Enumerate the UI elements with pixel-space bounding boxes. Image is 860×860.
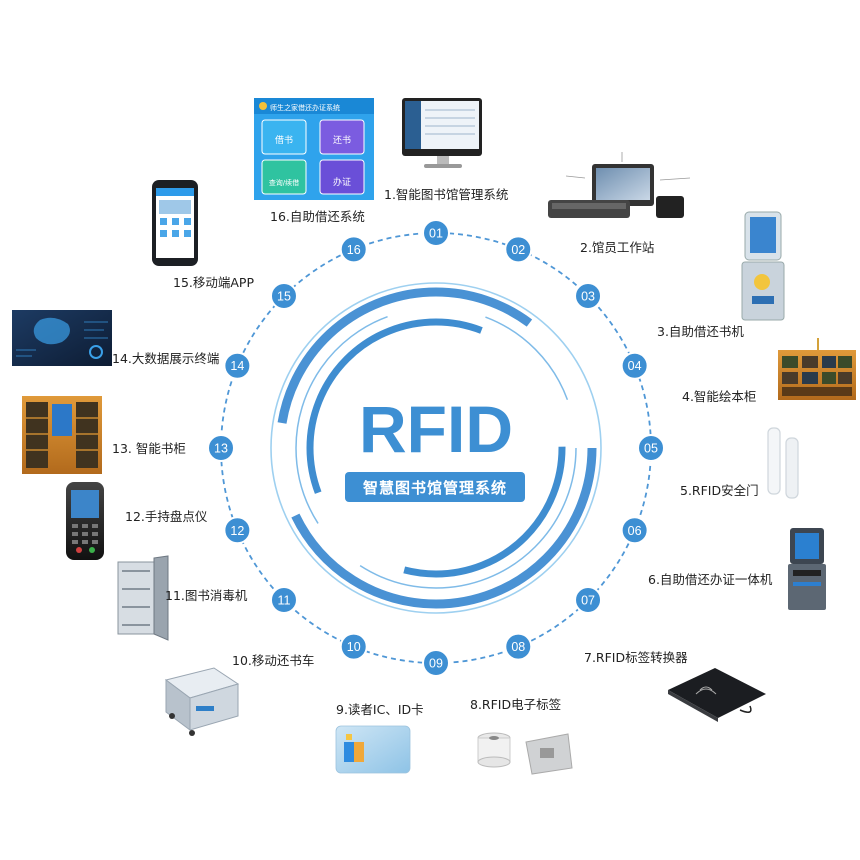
node-circle bbox=[574, 586, 603, 615]
node-circle bbox=[269, 281, 298, 310]
node-08: 08 bbox=[504, 632, 533, 661]
node-03: 03 bbox=[574, 281, 603, 310]
node-06: 06 bbox=[620, 516, 649, 545]
node-label-04: 4.智能绘本柜 bbox=[682, 389, 756, 404]
node-number: 02 bbox=[511, 243, 525, 257]
node-label-05: 5.RFID安全门 bbox=[680, 483, 759, 498]
node-label-02: 2.馆员工作站 bbox=[580, 240, 654, 255]
node-label-03: 3.自助借还书机 bbox=[657, 324, 744, 339]
node-16: 16 bbox=[339, 235, 368, 264]
center-logo: RFID 智慧图书馆管理系统 bbox=[270, 282, 602, 614]
center-subtitle-banner bbox=[345, 472, 525, 502]
node-circle bbox=[620, 516, 649, 545]
node-number: 12 bbox=[230, 524, 244, 538]
node-layer: 01 02 03 04 05 06 07 08 09 10 11 12 13 14 15 16 bbox=[207, 219, 665, 677]
center-title: RFID bbox=[359, 392, 513, 466]
node-number: 08 bbox=[511, 640, 525, 654]
center-inner-thick-ring bbox=[306, 318, 566, 578]
node-02: 02 bbox=[504, 235, 533, 264]
node-label-11: 11.图书消毒机 bbox=[165, 588, 248, 603]
node-circle bbox=[422, 219, 450, 247]
node-circle bbox=[620, 351, 649, 380]
node-circle bbox=[223, 516, 252, 545]
app-tile-query: 查询/续借 bbox=[269, 178, 299, 187]
node-10: 10 bbox=[339, 632, 368, 661]
center-subtitle: 智慧图书馆管理系统 bbox=[363, 479, 507, 497]
node-circle bbox=[422, 649, 450, 677]
node-label-16: 16.自助借还系统 bbox=[270, 209, 365, 224]
smart-bookcase-icon bbox=[22, 396, 102, 474]
tag-converter-pad-icon bbox=[668, 668, 766, 722]
smartphone-app-icon bbox=[152, 180, 198, 266]
app-tile-return: 还书 bbox=[333, 134, 351, 146]
return-cart-icon bbox=[164, 667, 240, 736]
node-label-12: 12.手持盘点仪 bbox=[125, 509, 208, 524]
security-gate-icon bbox=[767, 427, 799, 499]
node-label-06: 6.自助借还办证一体机 bbox=[648, 572, 773, 587]
big-data-screen-icon bbox=[12, 310, 112, 366]
node-circle bbox=[223, 351, 252, 380]
node-15: 15 bbox=[269, 281, 298, 310]
reader-card-icon bbox=[335, 725, 411, 774]
node-14: 14 bbox=[223, 351, 252, 380]
node-number: 07 bbox=[581, 594, 595, 608]
rfid-tag-rolls-icon bbox=[477, 732, 573, 775]
node-label-14: 14.大数据展示终端 bbox=[112, 351, 219, 366]
node-circle bbox=[339, 632, 368, 661]
center-outer-thin-ring bbox=[270, 282, 602, 614]
node-11: 11 bbox=[269, 586, 298, 615]
node-label-10: 10.移动还书车 bbox=[232, 653, 314, 668]
node-number: 09 bbox=[429, 657, 443, 671]
app-screen-header: 师生之家借还办证系统 bbox=[270, 103, 340, 112]
app-tile-card: 办证 bbox=[333, 176, 351, 188]
node-07: 07 bbox=[574, 586, 603, 615]
node-number: 15 bbox=[277, 289, 291, 303]
node-12: 12 bbox=[223, 516, 252, 545]
picture-book-cabinet-icon bbox=[778, 338, 856, 400]
card-issuing-kiosk-icon bbox=[788, 528, 826, 610]
node-circle bbox=[269, 586, 298, 615]
sterilizer-cabinet-icon bbox=[117, 555, 169, 641]
node-label-01: 1.智能图书馆管理系统 bbox=[384, 187, 508, 202]
node-circle bbox=[637, 434, 665, 462]
node-number: 06 bbox=[628, 524, 642, 538]
node-05: 05 bbox=[637, 434, 665, 462]
node-number: 10 bbox=[347, 640, 361, 654]
center-thick-ring bbox=[275, 287, 597, 609]
node-number: 04 bbox=[628, 359, 642, 373]
node-09: 09 bbox=[422, 649, 450, 677]
app-tile-borrow: 借书 bbox=[275, 134, 293, 146]
node-circle bbox=[504, 235, 533, 264]
handheld-scanner-icon bbox=[66, 482, 104, 560]
center-inner-ring bbox=[295, 307, 577, 589]
node-circle bbox=[504, 632, 533, 661]
node-label-08: 8.RFID电子标签 bbox=[470, 697, 562, 712]
node-04: 04 bbox=[620, 351, 649, 380]
node-circle bbox=[339, 235, 368, 264]
self-service-kiosk-icon bbox=[741, 211, 785, 321]
node-01: 01 bbox=[422, 219, 450, 247]
node-label-09: 9.读者IC、ID卡 bbox=[336, 702, 424, 717]
node-number: 13 bbox=[214, 442, 228, 456]
node-label-07: 7.RFID标签转换器 bbox=[584, 650, 688, 665]
node-number: 01 bbox=[429, 227, 443, 241]
node-13: 13 bbox=[207, 434, 235, 462]
node-number: 16 bbox=[347, 243, 361, 257]
node-circle bbox=[574, 281, 603, 310]
label-layer: 1.智能图书馆管理系统 2.馆员工作站 3.自助借还书机 4.智能绘本柜 5.RFID安… bbox=[112, 187, 773, 717]
librarian-workstation-icon bbox=[548, 152, 691, 218]
node-number: 14 bbox=[230, 359, 244, 373]
self-service-app-icon: 师生之家借还办证系统 借书 还书 查询/续借 办证 bbox=[254, 98, 374, 200]
node-circle bbox=[207, 434, 235, 462]
desktop-monitor-icon bbox=[402, 98, 482, 168]
node-label-15: 15.移动端APP bbox=[173, 275, 254, 290]
node-number: 05 bbox=[644, 442, 658, 456]
node-number: 03 bbox=[581, 289, 595, 303]
node-number: 11 bbox=[277, 594, 290, 608]
node-label-13: 13. 智能书柜 bbox=[112, 441, 186, 456]
